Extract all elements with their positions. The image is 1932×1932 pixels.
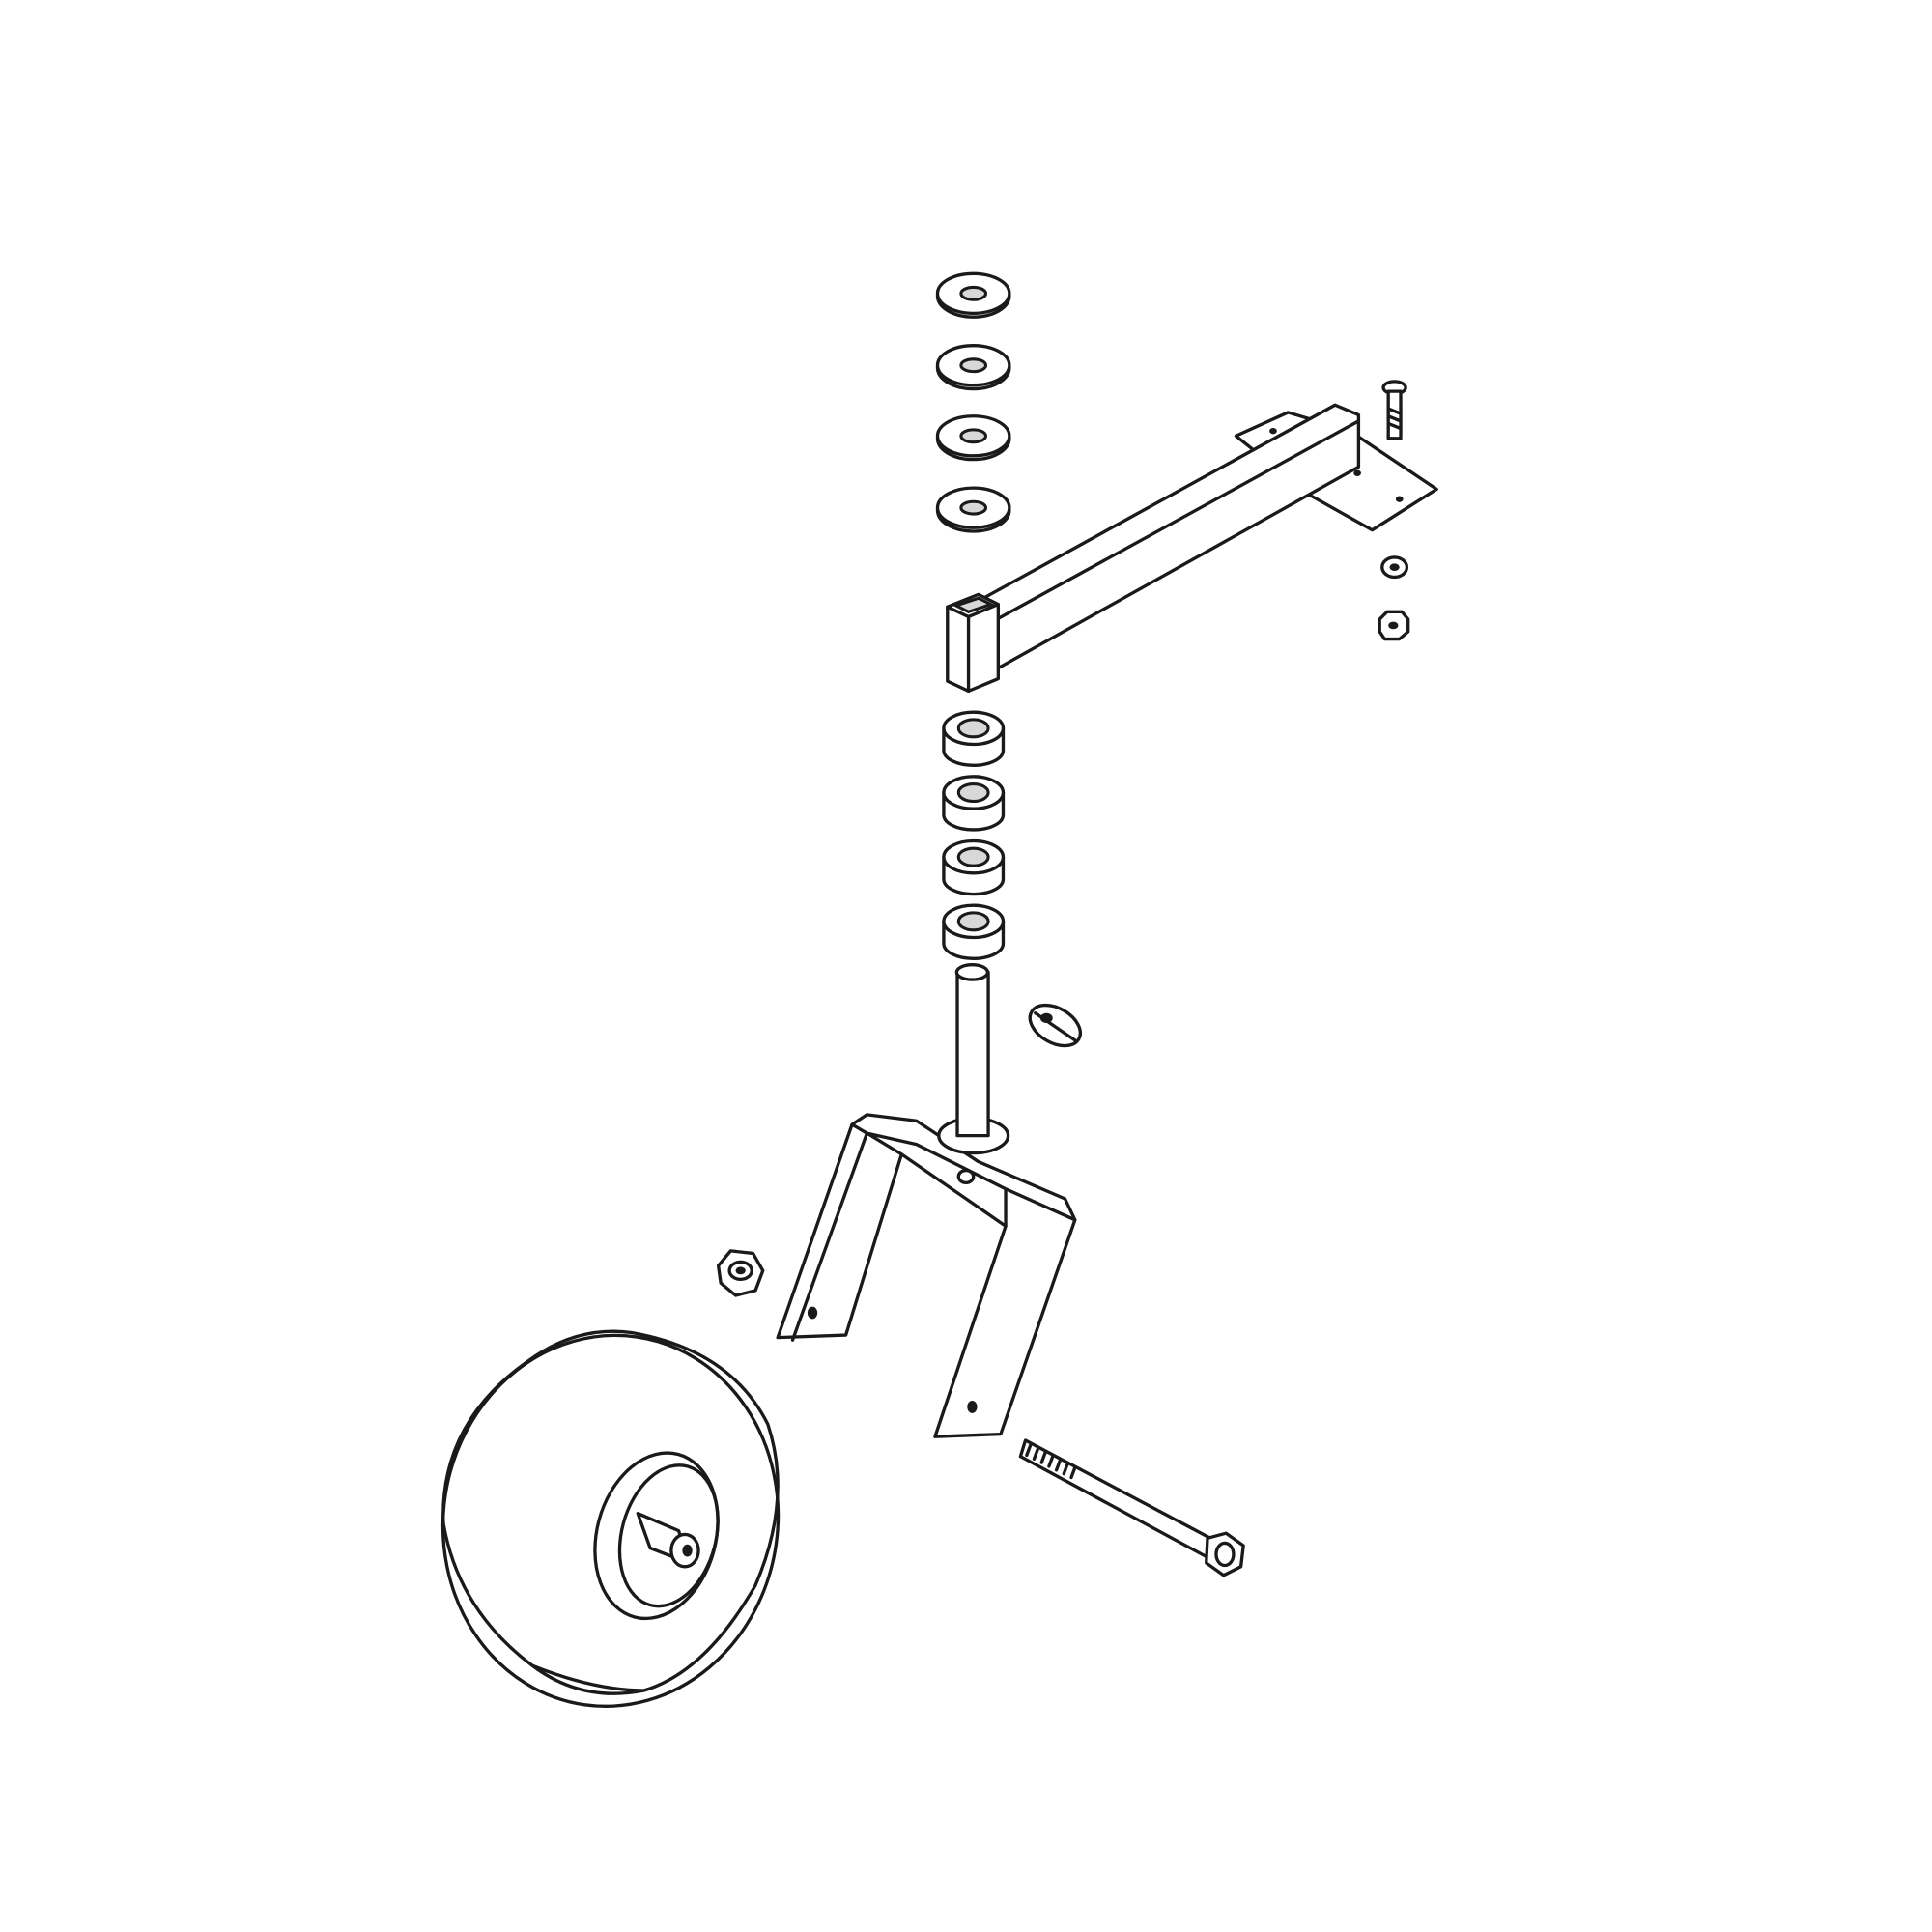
spacer-bushing [942, 775, 1006, 832]
flat-washer [935, 271, 1011, 319]
axle-bolt [1018, 1438, 1245, 1577]
wheel [440, 1329, 781, 1708]
carriage-bolt [1381, 380, 1407, 440]
flat-washer [935, 486, 1011, 533]
spacer-bushing [942, 710, 1006, 767]
flat-washer [935, 414, 1011, 462]
flat-washer [935, 344, 1011, 391]
spacer-bushing [942, 903, 1006, 960]
spacer-bushings [942, 710, 1006, 960]
caster-arm [946, 403, 1438, 694]
flat-washers [935, 271, 1011, 533]
hairpin-clip [1028, 1003, 1082, 1048]
lock-nut-upper [1380, 555, 1409, 580]
caster-yoke [776, 963, 1077, 1438]
hex-lock-nut [716, 1249, 765, 1297]
spacer-bushing [942, 838, 1006, 896]
lock-nut-lower [1378, 610, 1410, 641]
